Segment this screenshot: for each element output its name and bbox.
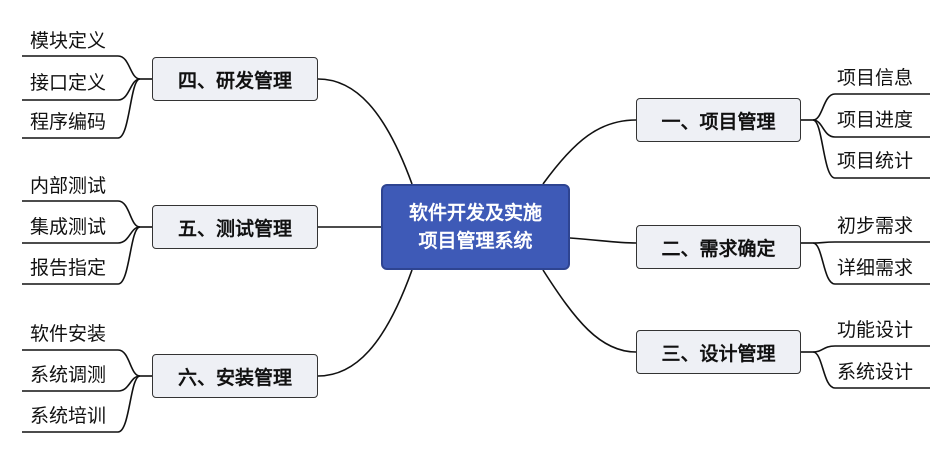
branch-install-management[interactable]: 六、安装管理 xyxy=(152,354,318,398)
branch-project-management[interactable]: 一、项目管理 xyxy=(636,98,801,142)
central-topic-line2: 项目管理系统 xyxy=(418,230,533,252)
leaf-detailed-requirements[interactable]: 详细需求 xyxy=(837,257,914,279)
leaf-software-installation[interactable]: 软件安装 xyxy=(30,323,107,345)
leaf-function-design[interactable]: 功能设计 xyxy=(837,319,914,341)
connector-b1 xyxy=(542,119,637,185)
leaf-project-progress[interactable]: 项目进度 xyxy=(837,109,914,131)
connector-b3 xyxy=(542,269,637,353)
leaf-system-debugging[interactable]: 系统调测 xyxy=(30,364,107,386)
leaf-report-assignment[interactable]: 报告指定 xyxy=(30,257,107,279)
branch-rd-management[interactable]: 四、研发管理 xyxy=(152,57,318,101)
central-topic-line1: 软件开发及实施 xyxy=(408,202,542,224)
branch-design-management[interactable]: 三、设计管理 xyxy=(636,330,801,374)
branch-requirements[interactable]: 二、需求确定 xyxy=(636,225,801,269)
connector-b4 xyxy=(317,78,413,185)
connector-b2 xyxy=(569,237,637,244)
leaf-project-info[interactable]: 项目信息 xyxy=(837,67,914,89)
leaf-system-design[interactable]: 系统设计 xyxy=(837,361,914,383)
connector-b6 xyxy=(317,269,413,377)
leaf-project-statistics[interactable]: 项目统计 xyxy=(837,150,914,172)
branch-test-management[interactable]: 五、测试管理 xyxy=(152,205,318,249)
leaf-interface-definition[interactable]: 接口定义 xyxy=(30,72,107,94)
leaf-system-training[interactable]: 系统培训 xyxy=(30,405,107,427)
central-topic[interactable]: 软件开发及实施 项目管理系统 xyxy=(381,184,570,270)
leaf-internal-testing[interactable]: 内部测试 xyxy=(30,175,107,197)
leaf-module-definition[interactable]: 模块定义 xyxy=(30,30,107,52)
leaf-integration-testing[interactable]: 集成测试 xyxy=(30,216,107,238)
leaf-program-coding[interactable]: 程序编码 xyxy=(30,111,107,133)
leaf-initial-requirements[interactable]: 初步需求 xyxy=(837,215,914,237)
